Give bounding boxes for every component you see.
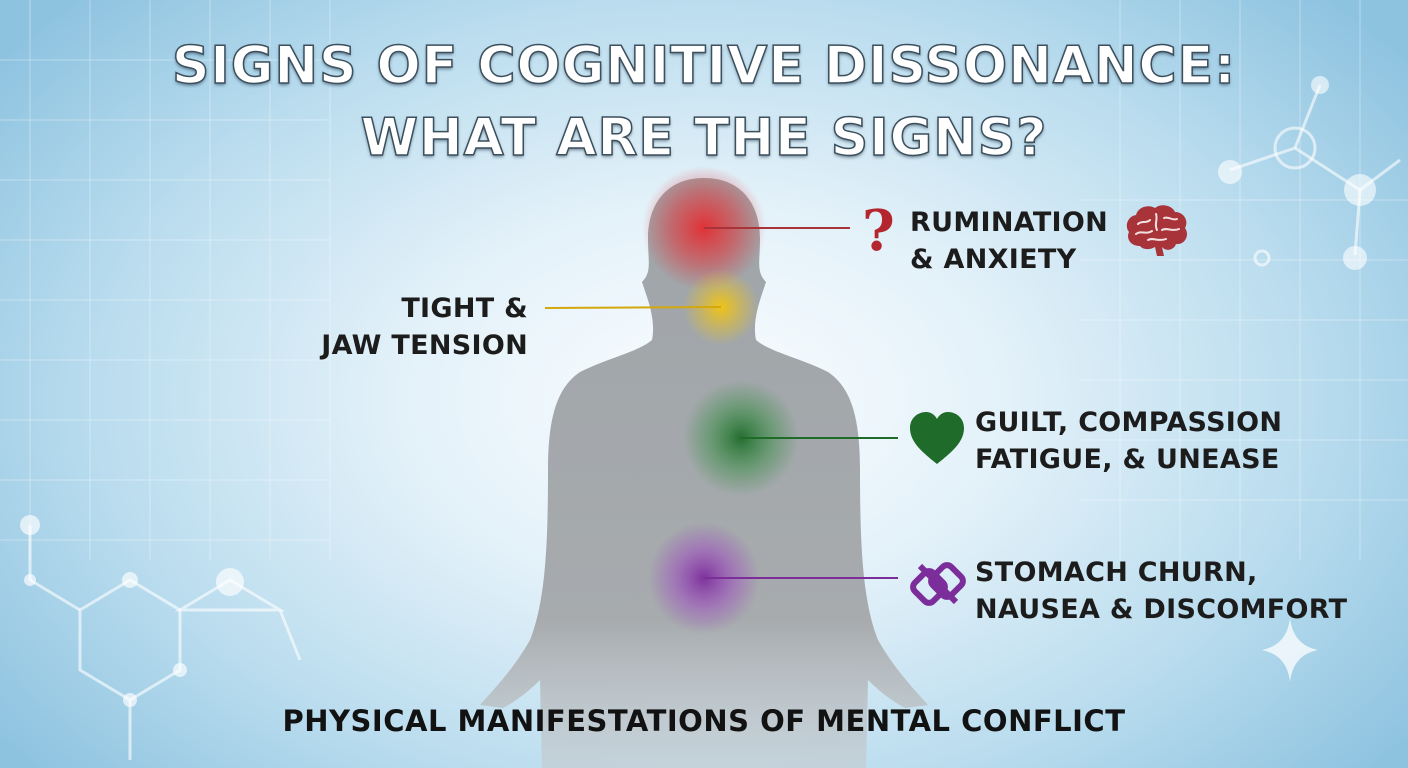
sign-label-line1: RUMINATION [910,207,1109,238]
sign-label-line2: NAUSEA & DISCOMFORT [975,594,1348,625]
heart-icon [910,412,964,464]
sign-label-line1: GUILT, COMPASSION [975,407,1283,438]
question-mark-icon: ? [862,198,895,264]
knot-icon [910,562,966,606]
leader-line-jaw [544,306,722,309]
title-line-1: SIGNS OF COGNITIVE DISSONANCE: [171,36,1237,96]
sign-label-line2: FATIGUE, & UNEASE [975,444,1280,475]
sign-label-line2: & ANXIETY [910,244,1077,275]
sign-label-jaw-tension: TIGHT & JAW TENSION [321,290,528,364]
sign-label-stomach: STOMACH CHURN, NAUSEA & DISCOMFORT [975,554,1347,628]
title-line-2: WHAT ARE THE SIGNS? [360,108,1048,168]
footer-caption: PHYSICAL MANIFESTATIONS OF MENTAL CONFLI… [282,704,1126,738]
sign-label-line1: TIGHT & [401,293,528,324]
sign-label-line1: STOMACH CHURN, [975,557,1258,588]
brain-icon [1126,205,1187,256]
sign-label-rumination: RUMINATION & ANXIETY [910,204,1108,278]
sign-label-line2: JAW TENSION [321,330,528,361]
sign-label-guilt: GUILT, COMPASSION FATIGUE, & UNEASE [975,404,1282,478]
sparkle-icon [1262,618,1318,682]
